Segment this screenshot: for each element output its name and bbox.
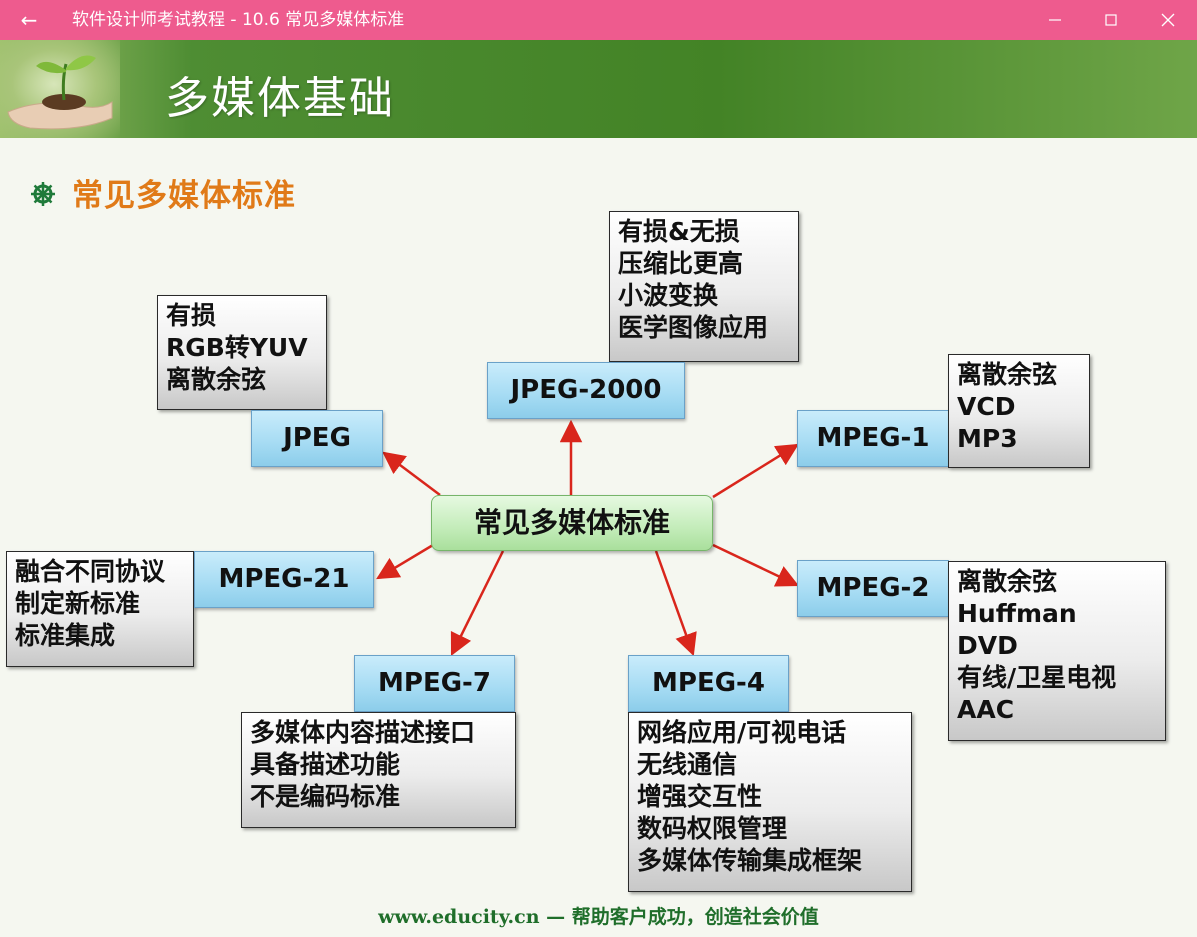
note-line: 多媒体传输集成框架 xyxy=(637,846,863,875)
mpeg2-node: MPEG-2 xyxy=(797,560,949,617)
arrow-to-mpeg7 xyxy=(450,550,505,657)
note-line: 有损&无损 xyxy=(618,217,740,246)
window-title: 软件设计师考试教程 - 10.6 常见多媒体标准 xyxy=(72,10,405,30)
mpeg21-node: MPEG-21 xyxy=(194,551,374,608)
minimize-icon xyxy=(1049,19,1061,21)
seedling-icon xyxy=(7,55,113,130)
mpeg4-node: MPEG-4 xyxy=(628,655,789,712)
connector-arrows xyxy=(376,419,800,657)
mpeg7-notes: 多媒体内容描述接口 具备描述功能 不是编码标准 xyxy=(241,712,516,828)
jpeg2000-notes: 有损&无损 压缩比更高 小波变换 医学图像应用 xyxy=(609,211,799,362)
note-line: 医学图像应用 xyxy=(618,313,769,342)
note-line: RGB转YUV xyxy=(166,333,308,362)
footer-separator: — xyxy=(539,906,572,928)
note-line: 离散余弦 xyxy=(957,360,1058,389)
mpeg7-node: MPEG-7 xyxy=(354,655,515,712)
note-line: 多媒体内容描述接口 xyxy=(250,718,476,747)
note-line: 小波变换 xyxy=(618,281,719,310)
note-line: 离散余弦 xyxy=(957,567,1058,596)
note-line: 标准集成 xyxy=(15,621,116,650)
close-icon xyxy=(1161,13,1175,27)
mpeg1-node: MPEG-1 xyxy=(797,410,949,467)
mpeg4-notes: 网络应用/可视电话 无线通信 增强交互性 数码权限管理 多媒体传输集成框架 xyxy=(628,712,912,892)
note-line: 压缩比更高 xyxy=(618,249,744,278)
note-line: AAC xyxy=(957,695,1015,724)
header-banner: 多媒体基础 xyxy=(0,40,1197,138)
note-line: 不是编码标准 xyxy=(250,782,401,811)
banner-title: 多媒体基础 xyxy=(165,73,395,124)
maximize-button[interactable] xyxy=(1096,5,1126,35)
arrow-to-mpeg1 xyxy=(712,443,799,499)
jpeg2000-node: JPEG-2000 xyxy=(487,362,685,419)
footer-url: www.educity.cn xyxy=(378,906,540,928)
note-line: VCD xyxy=(957,392,1016,421)
note-line: 数码权限管理 xyxy=(637,814,788,843)
note-line: 增强交互性 xyxy=(637,782,763,811)
minimize-button[interactable] xyxy=(1040,5,1070,35)
section-title: 常见多媒体标准 xyxy=(72,178,296,214)
note-line: MP3 xyxy=(957,424,1018,453)
slide-canvas: 多媒体基础 常见多媒体标准 常见多媒体标准 有损 RGB转YU xyxy=(0,40,1197,937)
footer-text: 帮助客户成功，创造社会价值 xyxy=(571,906,819,928)
note-line: 有损 xyxy=(166,301,217,330)
note-line: 制定新标准 xyxy=(15,589,141,618)
mpeg1-notes: 离散余弦 VCD MP3 xyxy=(948,354,1090,468)
note-line: 有线/卫星电视 xyxy=(957,663,1117,692)
note-line: DVD xyxy=(957,631,1018,660)
mpeg2-notes: 离散余弦 Huffman DVD 有线/卫星电视 AAC xyxy=(948,561,1166,741)
maximize-icon xyxy=(1105,14,1117,26)
arrow-to-jpeg xyxy=(382,451,441,496)
close-button[interactable] xyxy=(1153,5,1183,35)
note-line: 网络应用/可视电话 xyxy=(637,718,847,747)
jpeg-node: JPEG xyxy=(251,410,383,467)
back-arrow-icon[interactable]: ← xyxy=(20,8,38,32)
title-bar: ← 软件设计师考试教程 - 10.6 常见多媒体标准 xyxy=(0,0,1197,40)
mpeg21-notes: 融合不同协议 制定新标准 标准集成 xyxy=(6,551,194,667)
wheel-bullet-icon xyxy=(31,182,55,206)
arrow-to-mpeg21 xyxy=(376,543,434,580)
seedling-hands-logo xyxy=(0,40,120,138)
note-line: Huffman xyxy=(957,599,1077,628)
jpeg-notes: 有损 RGB转YUV 离散余弦 xyxy=(157,295,327,410)
arrow-to-mpeg4 xyxy=(654,550,697,657)
note-line: 具备描述功能 xyxy=(250,750,401,779)
note-line: 融合不同协议 xyxy=(15,557,166,586)
footer-slogan: www.educity.cn — 帮助客户成功，创造社会价值 xyxy=(0,902,1197,929)
arrow-to-mpeg2 xyxy=(712,543,800,587)
note-line: 无线通信 xyxy=(637,750,738,779)
center-node: 常见多媒体标准 xyxy=(431,495,713,551)
note-line: 离散余弦 xyxy=(166,365,267,394)
